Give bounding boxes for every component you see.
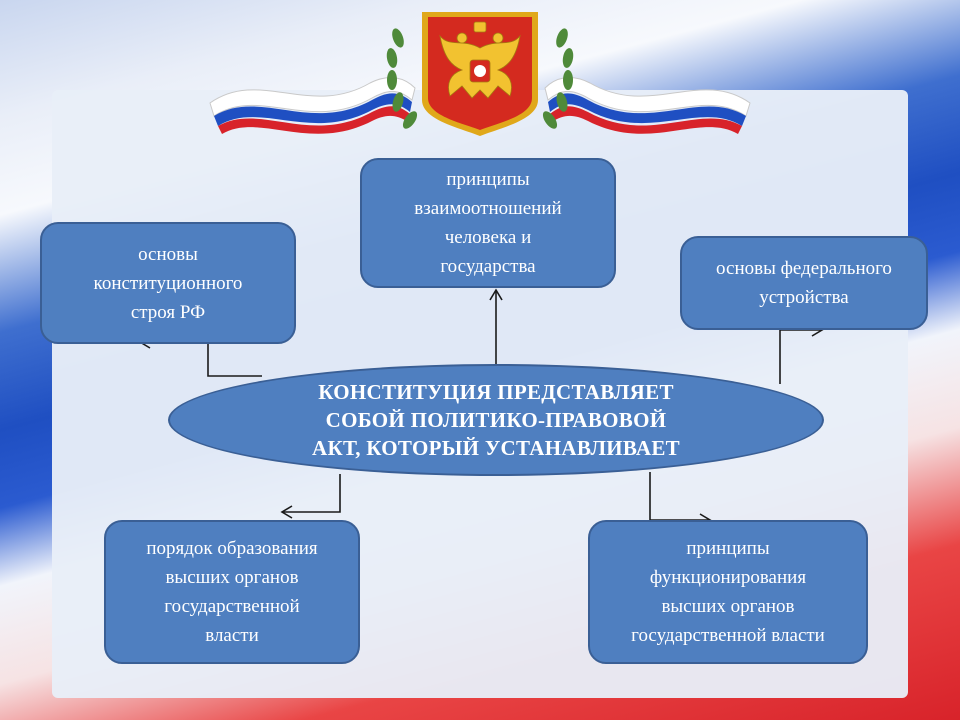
box-constitutional-foundations: основы конституционного строя РФ [40,222,296,344]
tricolor-ribbon-icon [209,77,751,134]
central-text: КОНСТИТУЦИЯ ПРЕДСТАВЛЯЕТ СОБОЙ ПОЛИТИКО-… [312,380,680,460]
box-formation-of-bodies: порядок образования высших органов госуд… [104,520,360,664]
russian-coat-of-arms-icon [422,12,538,136]
box-human-state-relations: принципы взаимоотношений человека и госу… [360,158,616,288]
box-text: основы конституционного строя РФ [93,243,243,323]
box-text: принципы взаимоотношений человека и госу… [414,169,562,277]
laurel-icon [386,28,574,129]
coat-of-arms-emblem [209,12,751,136]
box-functioning-of-bodies: принципы функционирования высших органов… [588,520,868,664]
box-text: принципы функционирования высших органов… [631,538,825,646]
box-text: порядок образования высших органов госуд… [146,538,318,646]
box-federal-structure: основы федерального устройства [680,236,928,330]
box-text: основы федерального устройства [716,258,892,308]
central-oval: КОНСТИТУЦИЯ ПРЕДСТАВЛЯЕТ СОБОЙ ПОЛИТИКО-… [168,364,824,476]
